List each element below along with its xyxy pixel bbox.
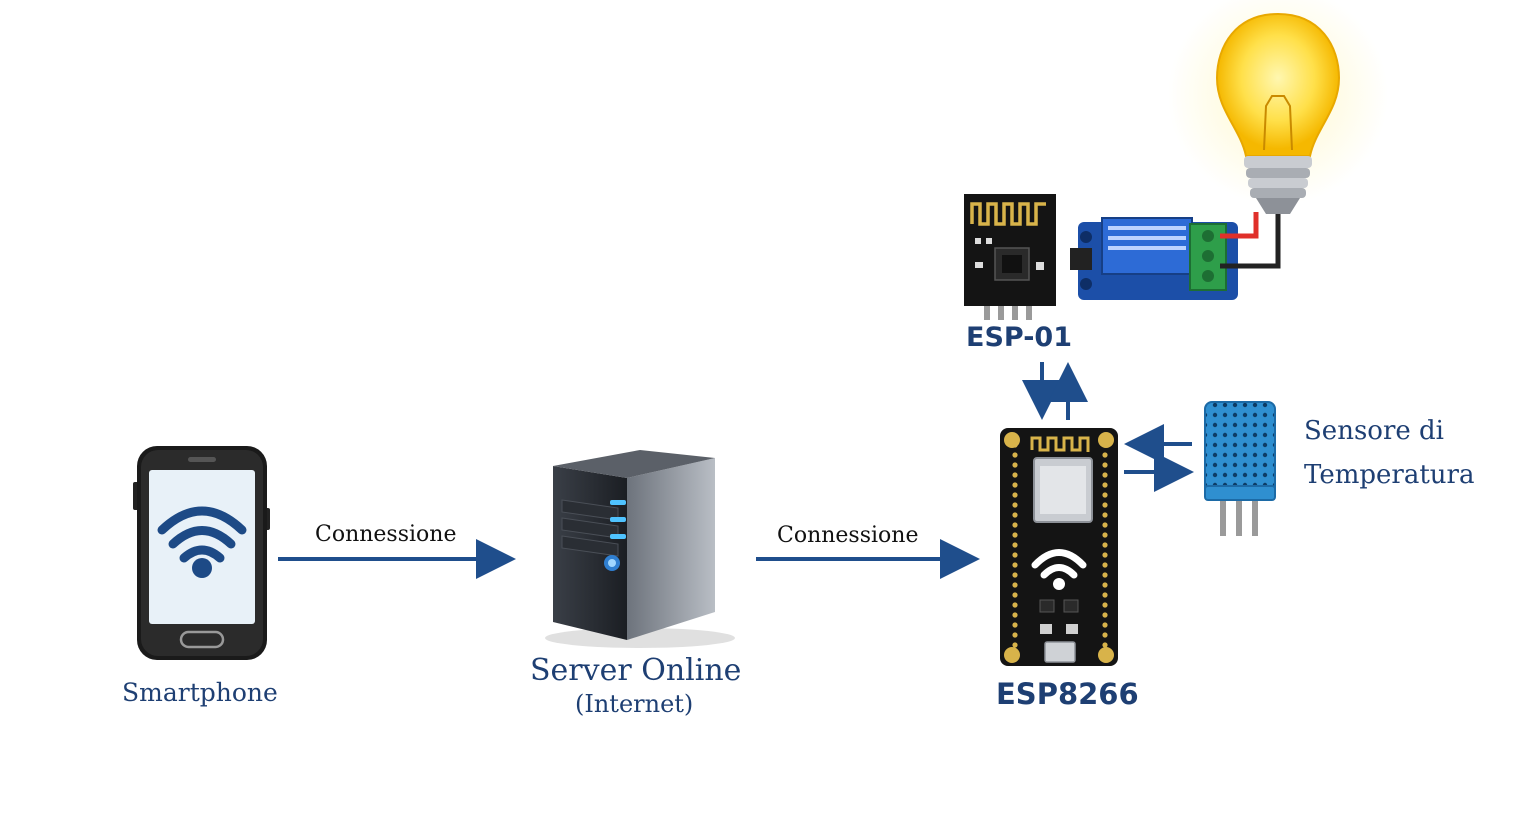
- server-sublabel: (Internet): [575, 690, 694, 718]
- smartphone-icon: [133, 446, 270, 660]
- wifi-icon: [157, 506, 247, 563]
- nodemcu-board-icon: [1000, 428, 1118, 666]
- sensor-label-line2: Temperatura: [1304, 460, 1475, 490]
- edge-label-server-esp8266: Connessione: [777, 523, 919, 548]
- smartphone-label: Smartphone: [122, 678, 278, 707]
- server-tower-icon: [545, 450, 735, 648]
- server-label: Server Online: [530, 653, 742, 688]
- dht-sensor-icon: [1204, 401, 1276, 536]
- esp01-label: ESP-01: [966, 322, 1072, 353]
- esp8266-label: ESP8266: [996, 677, 1139, 711]
- sensor-label-line1: Sensore di: [1304, 416, 1444, 446]
- esp01-module-icon: [964, 194, 1056, 320]
- light-bulb-icon: [1168, 0, 1388, 214]
- relay-module-icon: [1070, 217, 1238, 300]
- edge-label-phone-server: Connessione: [315, 522, 457, 547]
